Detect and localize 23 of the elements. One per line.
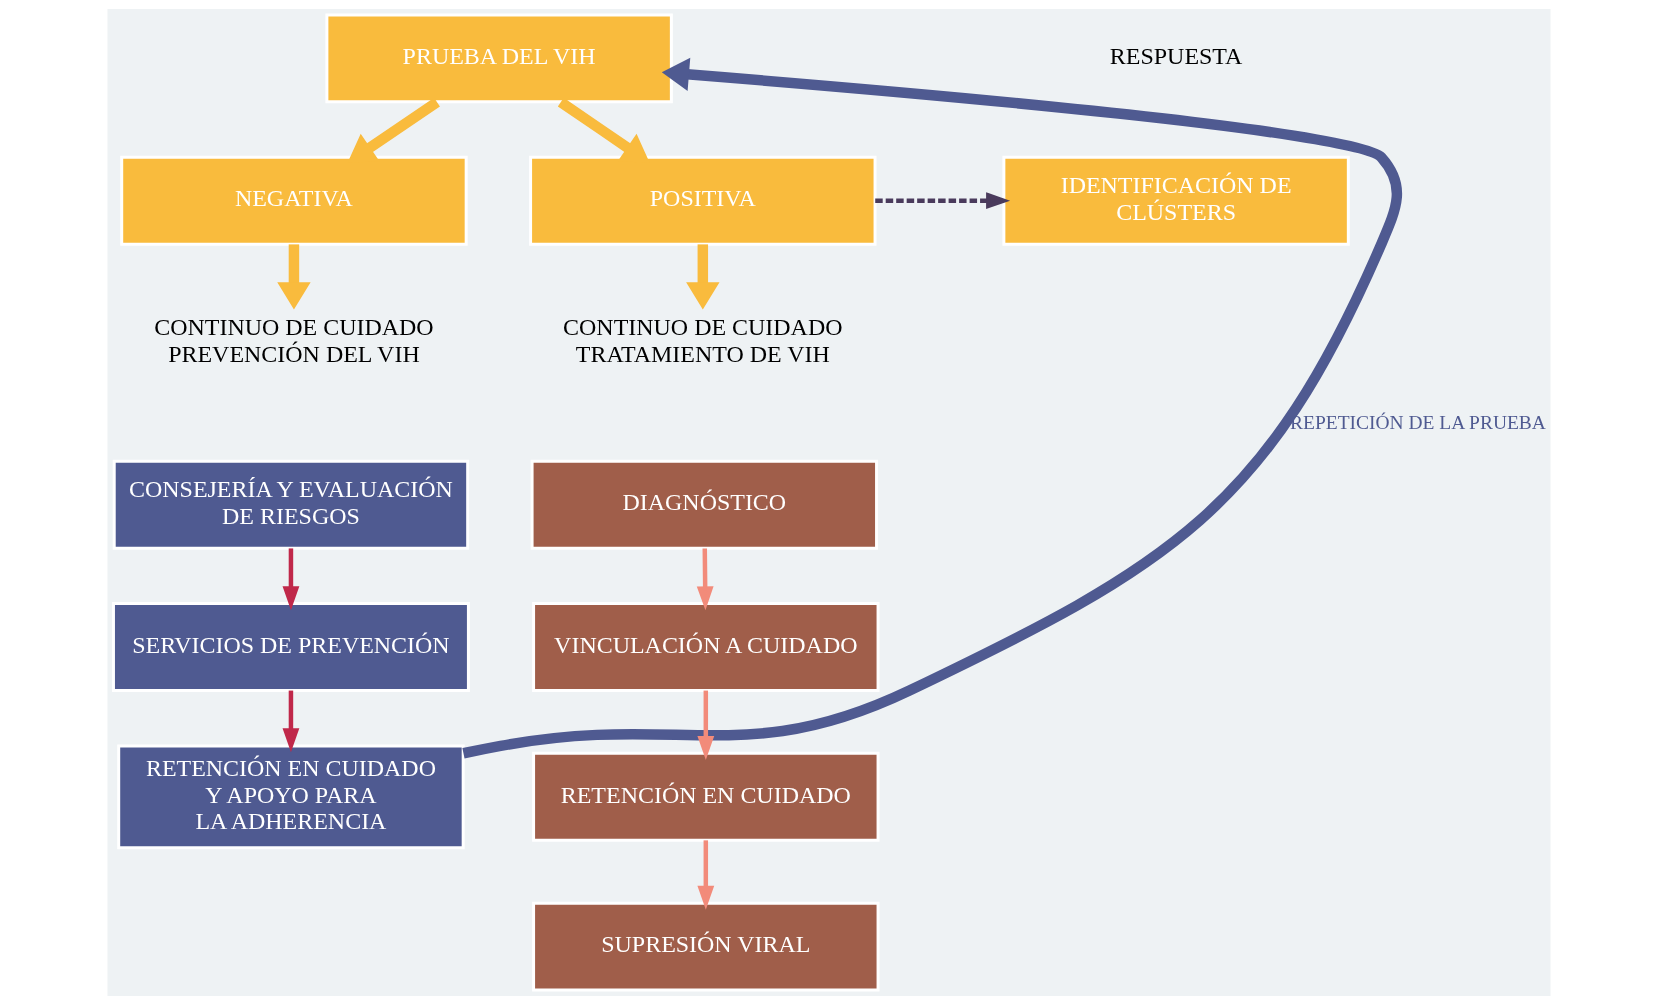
node-box: NEGATIVA xyxy=(120,155,468,246)
node-box: PRUEBA DEL VIH xyxy=(325,13,673,103)
arrow xyxy=(462,57,1402,758)
arrow xyxy=(282,690,300,752)
node-box: POSITIVA xyxy=(529,155,877,246)
node-box: SERVICIOS DE PREVENCIÓN xyxy=(111,601,470,692)
label: RESPUESTA xyxy=(1109,42,1243,69)
arrow xyxy=(686,243,720,309)
node-text: CONTINUO DE CUIDADO PREVENCIÓN DEL VIH xyxy=(154,313,434,367)
arrow xyxy=(697,839,715,910)
node-text: CONTINUO DE CUIDADO TRATAMIENTO DE VIH xyxy=(563,313,843,367)
node-box: RETENCIÓN EN CUIDADO xyxy=(532,751,880,842)
node-box: DIAGNÓSTICO xyxy=(530,459,879,550)
arrow xyxy=(277,243,311,309)
node-box: SUPRESIÓN VIRAL xyxy=(532,901,880,991)
node-box: VINCULACIÓN A CUIDADO xyxy=(532,601,880,692)
arrow xyxy=(696,547,714,610)
arrow xyxy=(282,547,300,610)
node-box: IDENTIFICACIÓN DE CLÚSTERS xyxy=(1002,155,1350,246)
arrow xyxy=(875,191,1011,209)
node-box: RETENCIÓN EN CUIDADO Y APOYO PARA LA ADHERENCIA xyxy=(117,743,465,849)
node-box: CONSEJERÍA Y EVALUACIÓN DE RIESGOS xyxy=(112,459,470,550)
arrow xyxy=(697,690,715,760)
